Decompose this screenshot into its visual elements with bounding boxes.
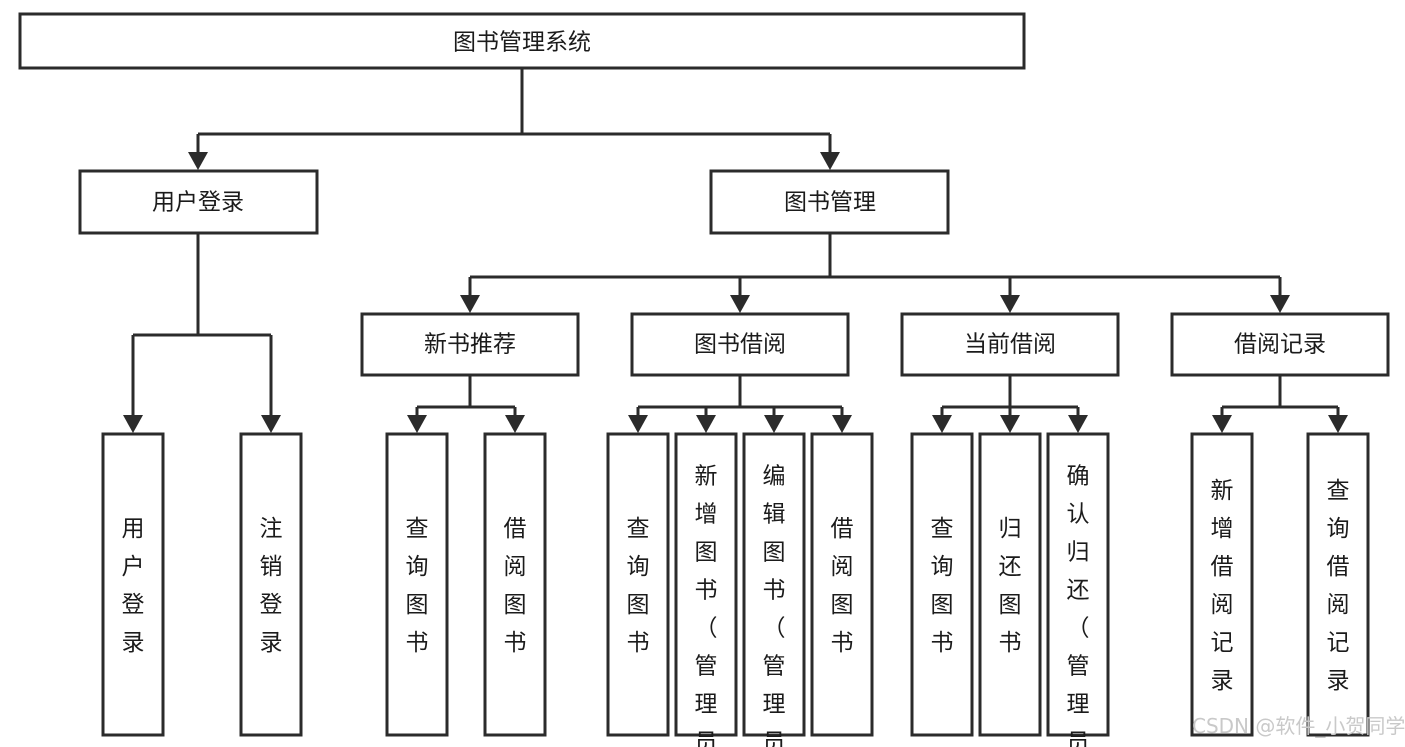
node-root[interactable]: 图书管理系统 — [18, 12, 1026, 70]
connector-group-new-book-recommend — [407, 375, 525, 433]
node-user-login-label: 用户登录 — [152, 190, 244, 216]
node-leaf-add-borrow-record-box[interactable] — [1190, 432, 1254, 737]
node-leaf-query-book-3-box[interactable] — [910, 432, 974, 737]
arrow-head-leaf-query-book-3 — [932, 415, 952, 433]
node-leaf-user-login-label: 用户登录 — [122, 516, 145, 656]
node-new-book-recommend-label: 新书推荐 — [424, 332, 516, 358]
node-leaf-user-logout[interactable]: 注销登录 — [239, 432, 303, 737]
node-leaf-query-book-1-box[interactable] — [385, 432, 449, 737]
node-leaf-add-borrow-record[interactable]: 新增借阅记录 — [1190, 432, 1254, 737]
node-new-book-recommend[interactable]: 新书推荐 — [360, 312, 580, 377]
node-book-borrow-label: 图书借阅 — [694, 332, 786, 358]
node-leaf-query-book-3[interactable]: 查询图书 — [910, 432, 974, 737]
node-current-borrow[interactable]: 当前借阅 — [900, 312, 1120, 377]
node-leaf-add-borrow-record-label: 新增借阅记录 — [1211, 478, 1234, 694]
node-leaf-edit-book[interactable]: 编辑图书（管理员） — [742, 432, 806, 747]
arrow-head-book-borrow — [730, 295, 750, 313]
node-leaf-query-borrow-record-box[interactable] — [1306, 432, 1370, 737]
connector-group-borrow-record — [1212, 375, 1348, 433]
node-book-management[interactable]: 图书管理 — [709, 169, 950, 235]
connector-group-root — [188, 68, 840, 170]
node-leaf-add-book-box[interactable] — [674, 432, 738, 737]
arrow-head-leaf-return-book — [1000, 415, 1020, 433]
node-current-borrow-label: 当前借阅 — [964, 332, 1056, 358]
node-leaf-confirm-return-label: 确认归还（管理员） — [1067, 463, 1090, 747]
node-root-label: 图书管理系统 — [453, 30, 591, 56]
node-leaf-query-book-1-label: 查询图书 — [406, 516, 429, 656]
arrow-head-leaf-add-borrow-record — [1212, 415, 1232, 433]
connector-group-user-login — [123, 233, 281, 433]
node-leaf-borrow-book-2[interactable]: 借阅图书 — [810, 432, 874, 737]
node-new-book-recommend-box[interactable] — [360, 312, 580, 377]
node-leaf-query-book-1[interactable]: 查询图书 — [385, 432, 449, 737]
watermark-label: CSDN @软件_小贺同学 — [1192, 714, 1405, 738]
arrow-head-leaf-borrow-book-2 — [832, 415, 852, 433]
arrow-head-leaf-query-book-2 — [628, 415, 648, 433]
node-leaf-confirm-return-box[interactable] — [1046, 432, 1110, 737]
node-leaf-query-book-2-label: 查询图书 — [627, 516, 650, 656]
connector-group-book-borrow — [628, 375, 852, 433]
node-book-management-box[interactable] — [709, 169, 950, 235]
node-leaf-borrow-book-1[interactable]: 借阅图书 — [483, 432, 547, 737]
node-leaf-query-book-2-box[interactable] — [606, 432, 670, 737]
node-root-box[interactable] — [18, 12, 1026, 70]
node-book-borrow[interactable]: 图书借阅 — [630, 312, 850, 377]
arrow-head-new-book-recommend — [460, 295, 480, 313]
node-leaf-user-logout-label: 注销登录 — [260, 516, 283, 656]
node-user-login-box[interactable] — [78, 169, 319, 235]
node-leaf-edit-book-box[interactable] — [742, 432, 806, 737]
node-leaf-borrow-book-1-box[interactable] — [483, 432, 547, 737]
node-book-borrow-box[interactable] — [630, 312, 850, 377]
node-leaf-query-book-3-label: 查询图书 — [931, 516, 954, 656]
arrow-head-leaf-add-book — [696, 415, 716, 433]
node-leaf-return-book-label: 归还图书 — [999, 516, 1022, 656]
arrow-head-leaf-query-book-1 — [407, 415, 427, 433]
arrow-head-leaf-user-login — [123, 415, 143, 433]
arrow-head-leaf-query-borrow-record — [1328, 415, 1348, 433]
arrow-head-current-borrow — [1000, 295, 1020, 313]
node-borrow-record[interactable]: 借阅记录 — [1170, 312, 1390, 377]
arrow-head-leaf-borrow-book-1 — [505, 415, 525, 433]
node-leaf-query-borrow-record-label: 查询借阅记录 — [1327, 478, 1350, 694]
node-leaf-borrow-book-1-label: 借阅图书 — [504, 516, 527, 656]
node-borrow-record-box[interactable] — [1170, 312, 1390, 377]
node-leaf-confirm-return[interactable]: 确认归还（管理员） — [1046, 432, 1110, 747]
node-user-login[interactable]: 用户登录 — [78, 169, 319, 235]
node-leaf-return-book-box[interactable] — [978, 432, 1042, 737]
connector-group-current-borrow — [932, 375, 1088, 433]
node-leaf-user-logout-box[interactable] — [239, 432, 303, 737]
node-leaf-add-book[interactable]: 新增图书（管理员） — [674, 432, 738, 747]
node-book-management-label: 图书管理 — [784, 190, 876, 216]
node-leaf-add-book-label: 新增图书（管理员） — [695, 463, 718, 747]
arrow-head-user-login — [188, 152, 208, 170]
connector-group-book-management — [460, 233, 1290, 313]
arrow-head-leaf-confirm-return — [1068, 415, 1088, 433]
arrow-head-leaf-edit-book — [764, 415, 784, 433]
node-leaf-borrow-book-2-box[interactable] — [810, 432, 874, 737]
node-current-borrow-box[interactable] — [900, 312, 1120, 377]
arrow-head-borrow-record — [1270, 295, 1290, 313]
arrow-head-leaf-user-logout — [261, 415, 281, 433]
node-leaf-return-book[interactable]: 归还图书 — [978, 432, 1042, 737]
node-leaf-borrow-book-2-label: 借阅图书 — [831, 516, 854, 656]
node-leaf-query-borrow-record[interactable]: 查询借阅记录 — [1306, 432, 1370, 737]
node-leaf-query-book-2[interactable]: 查询图书 — [606, 432, 670, 737]
arrow-head-book-management — [820, 152, 840, 170]
node-leaf-user-login-box[interactable] — [101, 432, 165, 737]
node-leaf-user-login[interactable]: 用户登录 — [101, 432, 165, 737]
node-borrow-record-label: 借阅记录 — [1234, 332, 1326, 358]
node-leaf-edit-book-label: 编辑图书（管理员） — [763, 463, 786, 747]
